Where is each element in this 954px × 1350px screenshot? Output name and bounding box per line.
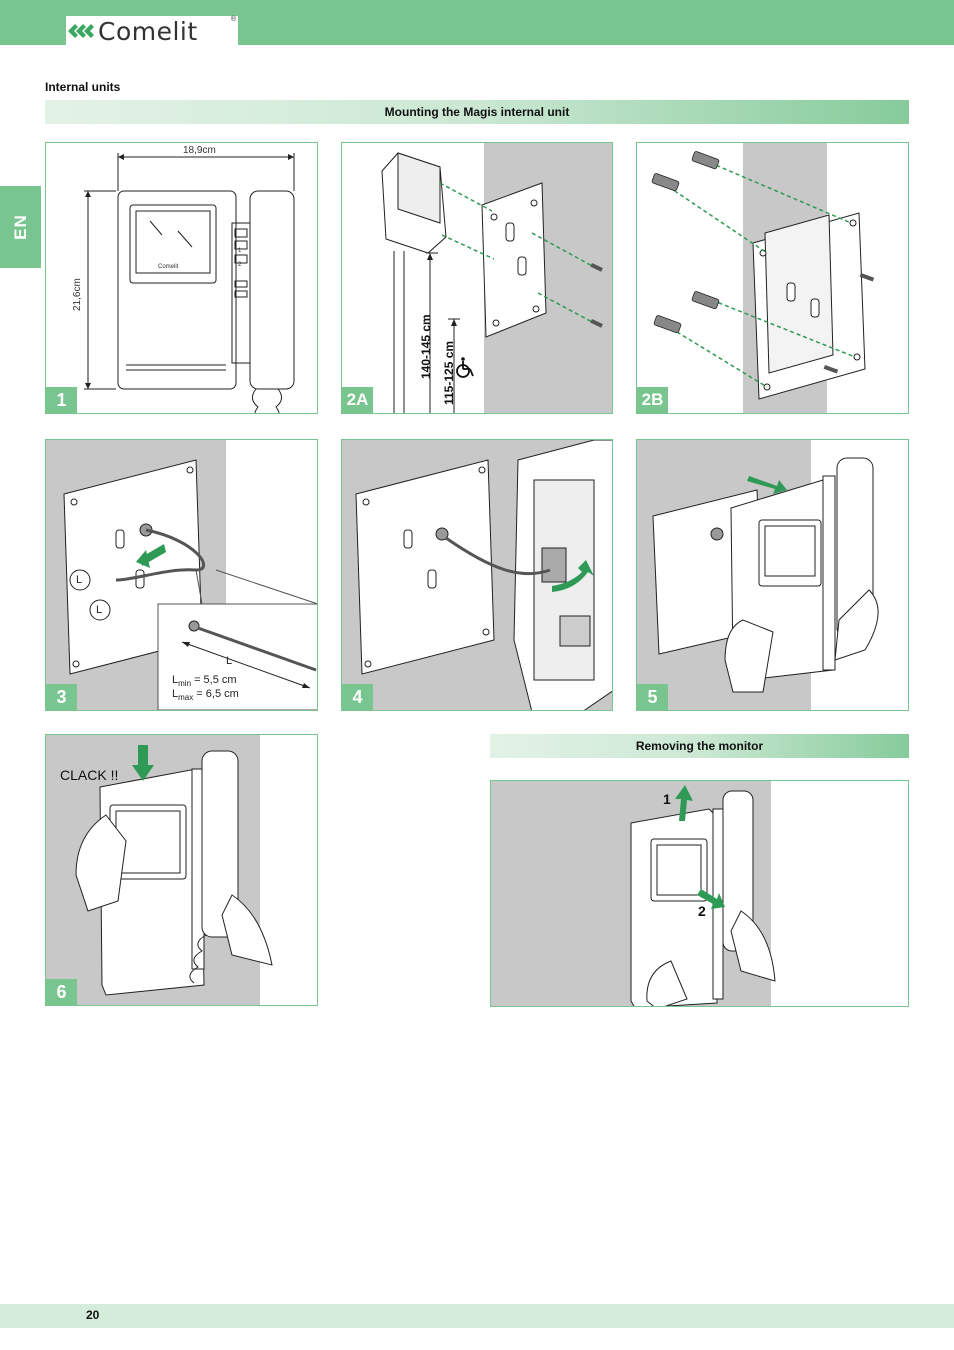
mounting-band-title: Mounting the Magis internal unit bbox=[45, 100, 909, 124]
removing-band-title: Removing the monitor bbox=[490, 734, 909, 758]
monitor-removal-drawing bbox=[491, 781, 776, 1006]
length-marker-l: L bbox=[76, 574, 83, 586]
monitor-clip-drawing bbox=[46, 735, 273, 1005]
terminal-connection-drawing bbox=[342, 440, 612, 710]
panel-step-2a: 140-145 cm 115-125 cm 2A bbox=[341, 142, 613, 414]
step-badge: 1 bbox=[46, 387, 77, 413]
panel-step-4: 4 bbox=[341, 439, 613, 711]
cable-length-drawing bbox=[46, 440, 317, 710]
step-badge: 5 bbox=[637, 684, 668, 710]
cable-max-length: Lmax = 6,5 cm bbox=[172, 688, 239, 703]
panel-step-1: 18,9cm 21,6cm Comelit 1 2 1 bbox=[45, 142, 318, 414]
height-dimension: 21,6cm bbox=[72, 278, 83, 311]
removal-step-2: 2 bbox=[698, 903, 706, 919]
panel-step-2b: 2B bbox=[636, 142, 909, 414]
button-2-label: 2 bbox=[238, 262, 242, 268]
removal-step-1: 1 bbox=[663, 791, 671, 807]
width-dimension: 18,9cm bbox=[183, 145, 216, 156]
wall-plugs-mounting-drawing bbox=[651, 143, 875, 413]
monitor-hang-drawing bbox=[637, 440, 879, 710]
brand-logo: Comelit ® bbox=[66, 16, 238, 46]
registered-mark: ® bbox=[230, 16, 236, 23]
step-badge: 4 bbox=[342, 684, 373, 710]
button-1-label: 1 bbox=[238, 248, 242, 254]
panel-removing-monitor: 1 2 bbox=[490, 780, 909, 1007]
footer-bar bbox=[0, 1304, 954, 1328]
backbox-mounting-drawing bbox=[381, 143, 612, 413]
wheelchair-icon bbox=[456, 357, 474, 378]
step-badge: 2A bbox=[342, 387, 373, 413]
brand-name: Comelit bbox=[98, 17, 198, 46]
clack-sound-label: CLACK !! bbox=[60, 767, 119, 783]
panel-step-5: 5 bbox=[636, 439, 909, 711]
cable-length-label: L bbox=[226, 655, 233, 667]
cable-min-length: Lmin = 5,5 cm bbox=[172, 674, 237, 689]
step-badge: 2B bbox=[637, 387, 668, 413]
page-number: 20 bbox=[86, 1308, 100, 1322]
panel-step-6: CLACK !! 6 bbox=[45, 734, 318, 1006]
monitor-dimensions-drawing bbox=[84, 153, 295, 413]
section-title: Internal units bbox=[45, 80, 121, 94]
length-marker-l-2: L bbox=[96, 604, 103, 616]
language-tab: EN bbox=[0, 186, 41, 268]
screen-brand: Comelit bbox=[158, 264, 179, 270]
step-badge: 6 bbox=[46, 979, 77, 1005]
logo-mark-icon bbox=[68, 24, 94, 38]
step-badge: 3 bbox=[46, 684, 77, 710]
standard-mounting-height: 140-145 cm bbox=[419, 314, 433, 379]
panel-step-3: L L L Lmin = 5,5 cm Lmax = 6,5 cm 3 bbox=[45, 439, 318, 711]
language-label: EN bbox=[10, 214, 30, 240]
